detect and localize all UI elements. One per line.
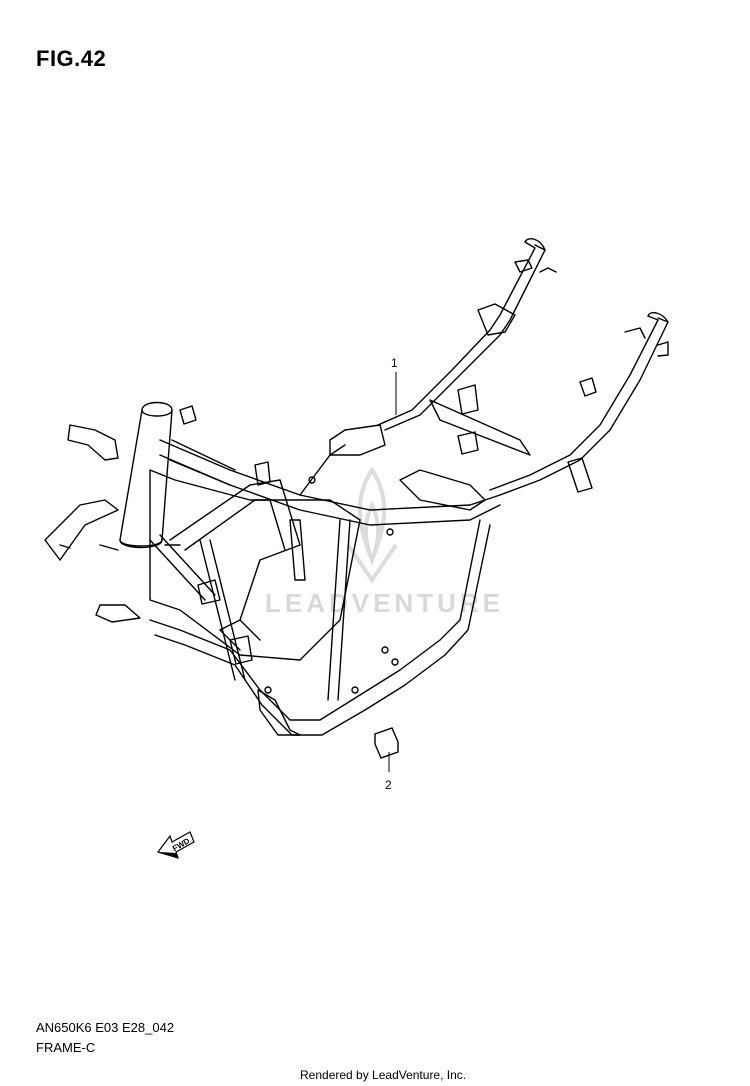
spacer-part <box>374 727 399 759</box>
rendered-by-credit: Rendered by LeadVenture, Inc. <box>300 1068 467 1082</box>
figure-title: FIG.42 <box>36 46 107 71</box>
callout-1-number: 1 <box>391 356 398 370</box>
section-name: FRAME-C <box>36 1040 96 1055</box>
watermark-text: LEADVENTURE <box>265 588 504 618</box>
fwd-arrow-icon: FWD <box>157 831 195 859</box>
callout-2-number: 2 <box>385 778 392 792</box>
callout-2: 2 <box>385 752 392 792</box>
frame-body <box>44 238 669 736</box>
watermark: LEADVENTURE <box>265 466 504 618</box>
callout-1: 1 <box>391 356 398 415</box>
flame-logo-icon <box>346 466 398 584</box>
model-code: AN650K6 E03 E28_042 <box>36 1020 175 1035</box>
